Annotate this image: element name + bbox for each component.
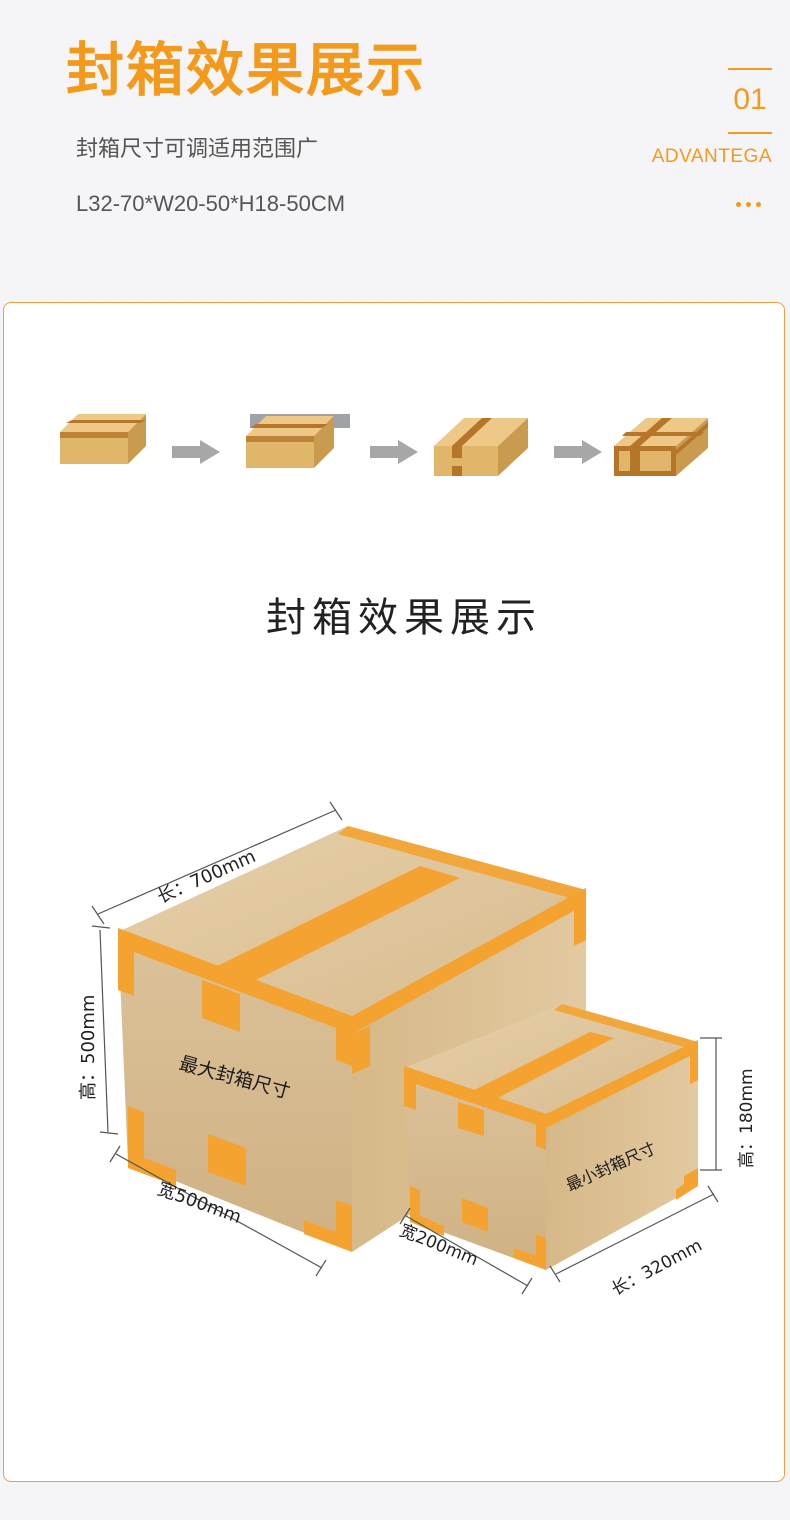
large-height-dimension [91,925,119,1135]
page-subtitle: 封箱尺寸可调适用范围广 [76,137,319,162]
box-step-3-icon [434,418,528,476]
badge-word: ADVANTEGA [651,146,772,167]
badge-number: 01 [733,83,767,116]
arrow-right-icon [554,440,602,464]
arrow-right-icon [370,440,418,464]
large-length-dimension [91,801,343,925]
small-box [404,1004,698,1270]
small-height-dimension [700,1037,722,1171]
size-range-spec: L32-70*W20-50*H18-50CM [76,191,346,216]
small-width-dimension [399,1207,533,1295]
advantage-badge: 01 ADVANTEGA [640,68,772,208]
small-length-dimension [549,1185,719,1283]
page-title: 封箱效果展示 [66,36,427,104]
badge-bottom-line [728,132,772,134]
large-height-label: 高：500mm [78,995,99,1100]
box-size-illustration: 最大封箱尺寸 最小封箱尺寸 长：700mm 高：500mm [78,801,757,1300]
box-step-4-icon [614,418,708,476]
box-step-1-icon [60,414,146,464]
small-height-label: 高：180mm [737,1068,757,1168]
box-step-2-icon [246,414,350,468]
badge-top-line [728,68,772,70]
small-length-label: 长：320mm [608,1236,705,1300]
section-title: 封箱效果展示 [266,595,542,641]
sealing-process-steps [60,414,708,476]
badge-dots [736,192,766,211]
large-width-dimension [109,1145,327,1277]
arrow-right-icon [172,440,220,464]
